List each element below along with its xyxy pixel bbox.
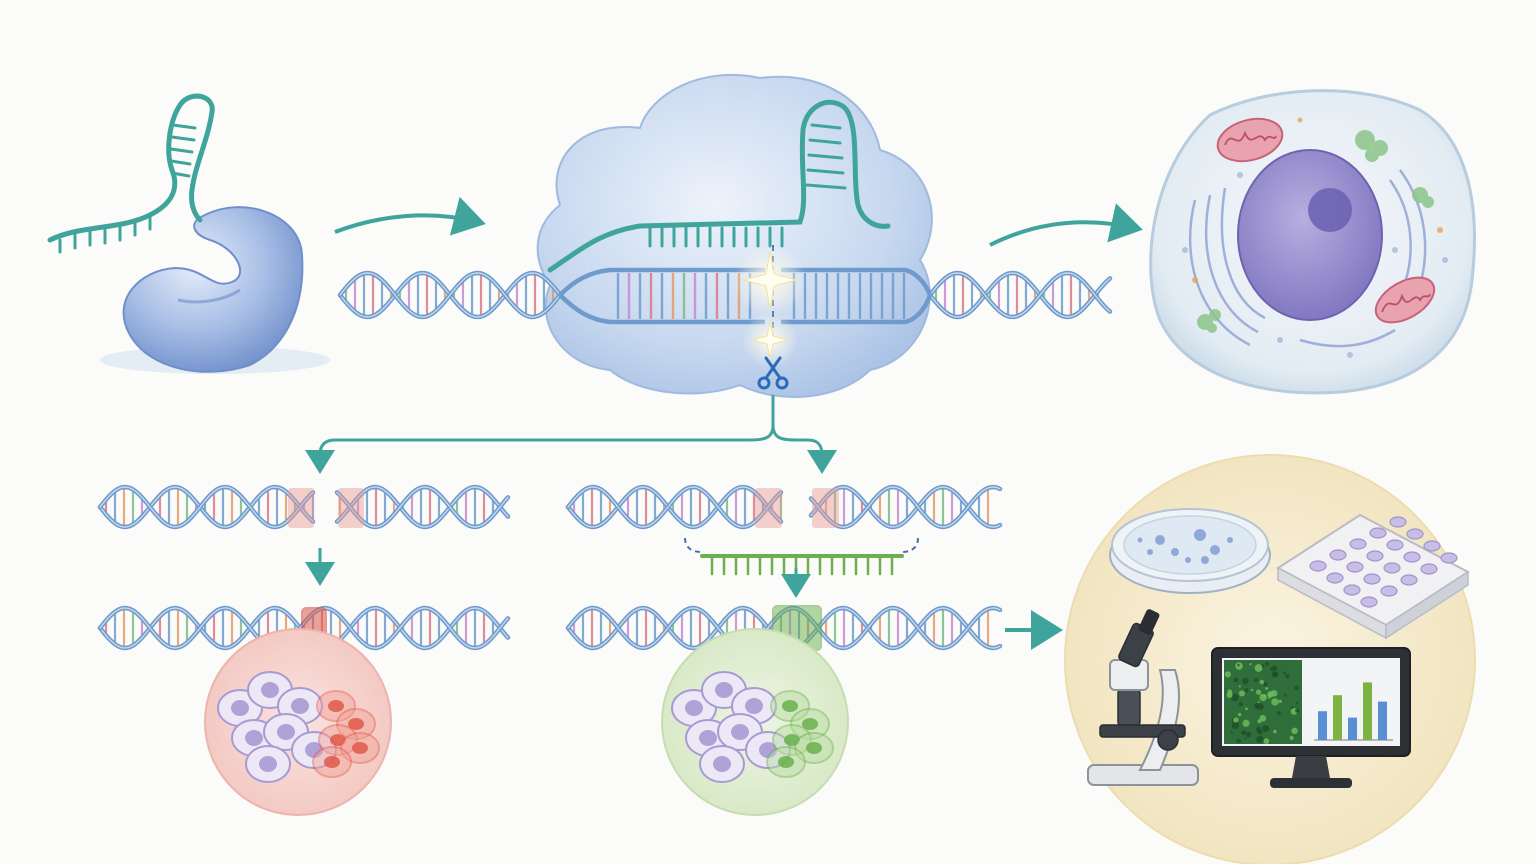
step-target-cell xyxy=(1149,89,1476,395)
arrow-step2-to-step3 xyxy=(989,203,1143,247)
endoplasmic-reticulum-icon xyxy=(1188,169,1427,348)
monitor-bar xyxy=(1378,701,1387,740)
monitor-bar xyxy=(1363,682,1372,740)
dna-helix-icon xyxy=(337,267,1113,325)
mitochondria-icon xyxy=(1216,117,1436,324)
monitor-icon xyxy=(1211,647,1411,788)
broken-dna-icon-hdr xyxy=(565,484,1003,530)
nucleolus-icon xyxy=(1308,188,1352,232)
monitor-bar xyxy=(1318,711,1327,740)
branch-connector xyxy=(305,424,775,474)
monitor-bar-chart xyxy=(1314,682,1393,741)
cas9-protein-icon xyxy=(122,206,304,373)
well-plate-icon xyxy=(1276,513,1470,640)
step-nhej-repair xyxy=(97,484,511,816)
monitor-bar xyxy=(1348,717,1357,740)
arrow-step1-to-step2 xyxy=(334,196,486,236)
guide-rna-in-complex-icon xyxy=(547,99,891,273)
donor-template-icon xyxy=(700,554,904,576)
broken-dna-icon xyxy=(97,484,511,530)
golgi-vesicles-icon xyxy=(1197,130,1434,333)
step-guide-rna-and-cas9 xyxy=(47,93,330,374)
guide-rna-icon xyxy=(47,93,215,254)
step-cas9-complex-cuts-dna xyxy=(337,73,1113,425)
monitor-bar xyxy=(1333,695,1342,740)
microscope-icon xyxy=(1087,609,1199,786)
step-hdr-repair xyxy=(565,484,1003,816)
cut-spark-icon xyxy=(734,244,806,368)
microscopy-image xyxy=(1224,660,1302,744)
step-lab-analysis xyxy=(1064,454,1476,864)
petri-dish-icon xyxy=(1109,508,1271,594)
nucleus-icon xyxy=(1237,149,1383,321)
scissors-icon xyxy=(757,356,789,390)
